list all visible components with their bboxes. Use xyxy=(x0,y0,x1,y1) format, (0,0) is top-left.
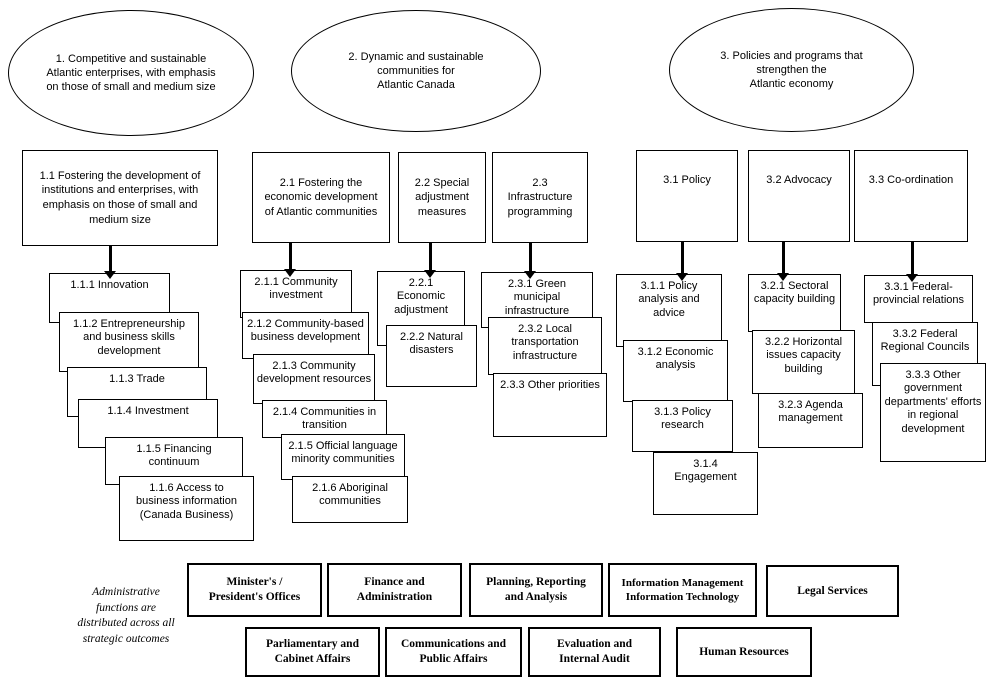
sub-activity-box-2-1-6: 2.1.6 Aboriginal communities xyxy=(292,476,408,523)
sub-activity-box-2-1-5: 2.1.5 Official language minority communi… xyxy=(281,434,405,480)
admin-box-ministers-presidents-offices: Minister's / President's Offices xyxy=(187,563,322,617)
program-box-2-1: 2.1 Fostering the economic development o… xyxy=(252,152,390,243)
sub-activity-box-2-3-3: 2.3.3 Other priorities xyxy=(493,373,607,437)
arrow-line xyxy=(680,242,684,273)
sub-activity-box-3-1-3: 3.1.3 Policy research xyxy=(632,400,733,452)
sub-activity-box-2-2-2: 2.2.2 Natural disasters xyxy=(386,325,477,387)
arrow-down-icon xyxy=(906,274,918,282)
arrow-down-icon xyxy=(424,270,436,278)
admin-box-evaluation-internal-audit: Evaluation and Internal Audit xyxy=(528,627,661,677)
sub-activity-box-3-2-3: 3.2.3 Agenda management xyxy=(758,393,863,448)
sub-activity-box-2-1-2: 2.1.2 Community-based business developme… xyxy=(242,312,369,359)
admin-functions-note: Administrative functions are distributed… xyxy=(77,586,175,645)
strategic-outcome-ellipse-1: 1. Competitive and sustainable Atlantic … xyxy=(8,10,254,136)
arrow-line xyxy=(528,243,532,271)
arrow-line xyxy=(288,243,292,269)
sub-activity-box-3-2-1: 3.2.1 Sectoral capacity building xyxy=(748,274,841,332)
sub-activity-box-3-1-1: 3.1.1 Policy analysis and advice xyxy=(616,274,722,347)
admin-box-finance-administration: Finance and Administration xyxy=(327,563,462,617)
admin-box-human-resources: Human Resources xyxy=(676,627,812,677)
arrow-line xyxy=(428,243,432,270)
sub-activity-box-1-1-6: 1.1.6 Access to business information (Ca… xyxy=(119,476,254,541)
connector-arrow-3-3 xyxy=(906,242,918,282)
sub-activity-box-3-1-4: 3.1.4 Engagement xyxy=(653,452,758,515)
admin-box-parliamentary-cabinet-affairs: Parliamentary and Cabinet Affairs xyxy=(245,627,380,677)
program-box-3-1: 3.1 Policy xyxy=(636,150,738,242)
sub-activity-box-3-1-2: 3.1.2 Economic analysis xyxy=(623,340,728,402)
sub-activity-box-3-3-1: 3.3.1 Federal- provincial relations xyxy=(864,275,973,323)
sub-activity-box-1-1-2: 1.1.2 Entrepreneurship and business skil… xyxy=(59,312,199,372)
program-box-1-1: 1.1 Fostering the development of institu… xyxy=(22,150,218,246)
strategic-outcome-ellipse-2: 2. Dynamic and sustainable communities f… xyxy=(291,10,541,132)
connector-arrow-1-1 xyxy=(104,246,116,279)
program-box-2-3: 2.3 Infrastructure programming xyxy=(492,152,588,243)
arrow-down-icon xyxy=(777,273,789,281)
arrow-line xyxy=(910,242,914,274)
connector-arrow-2-1 xyxy=(284,243,296,277)
sub-activity-box-2-1-4: 2.1.4 Communities in transition xyxy=(262,400,387,438)
admin-box-legal-services: Legal Services xyxy=(766,565,899,617)
sub-activity-box-3-3-3: 3.3.3 Other government departments' effo… xyxy=(880,363,986,462)
connector-arrow-2-2 xyxy=(424,243,436,278)
sub-activity-box-2-1-3: 2.1.3 Community development resources xyxy=(253,354,375,404)
admin-box-communications-public-affairs: Communications and Public Affairs xyxy=(385,627,522,677)
arrow-down-icon xyxy=(676,273,688,281)
program-box-3-3: 3.3 Co-ordination xyxy=(854,150,968,242)
strategic-outcome-ellipse-3: 3. Policies and programs that strengthen… xyxy=(669,8,914,132)
connector-arrow-3-1 xyxy=(676,242,688,281)
sub-activity-box-3-2-2: 3.2.2 Horizontal issues capacity buildin… xyxy=(752,330,855,394)
arrow-line xyxy=(781,242,785,273)
program-box-3-2: 3.2 Advocacy xyxy=(748,150,850,242)
admin-box-information-management-technology: Information Management Information Techn… xyxy=(608,563,757,617)
sub-activity-box-2-1-1: 2.1.1 Community investment xyxy=(240,270,352,318)
arrow-down-icon xyxy=(284,269,296,277)
arrow-line xyxy=(108,246,112,271)
program-box-2-2: 2.2 Special adjustment measures xyxy=(398,152,486,243)
connector-arrow-2-3 xyxy=(524,243,536,279)
arrow-down-icon xyxy=(524,271,536,279)
connector-arrow-3-2 xyxy=(777,242,789,281)
admin-box-planning-reporting-analysis: Planning, Reporting and Analysis xyxy=(469,563,603,617)
arrow-down-icon xyxy=(104,271,116,279)
sub-activity-box-2-3-2: 2.3.2 Local transportation infrastructur… xyxy=(488,317,602,375)
